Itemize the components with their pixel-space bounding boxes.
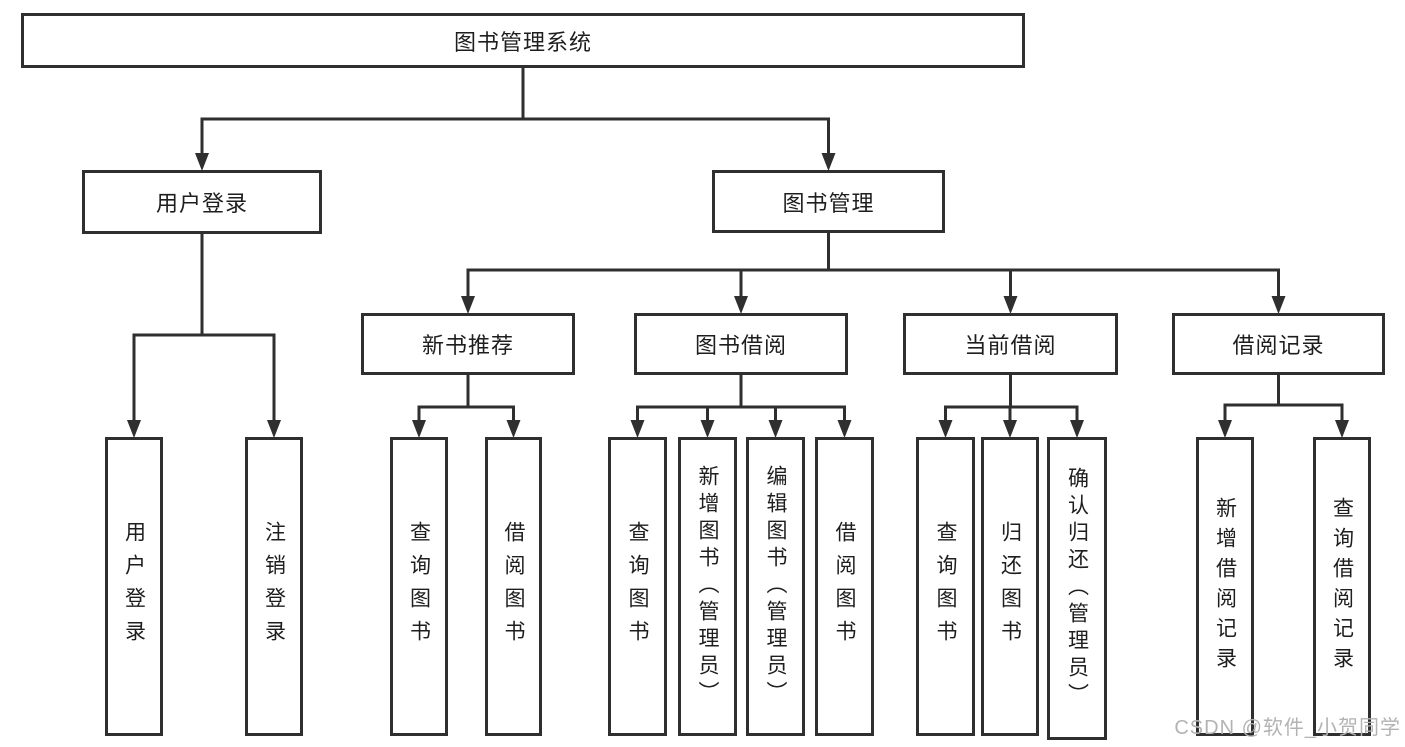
node-rec-borrow: 借阅图书 [485, 437, 542, 736]
node-label: 借阅图书 [833, 520, 856, 653]
node-borrow-query: 查询图书 [608, 437, 667, 736]
node-records: 借阅记录 [1172, 313, 1385, 375]
node-mgmt: 图书管理 [712, 170, 945, 233]
node-label: 编辑图书（管理员） [764, 465, 787, 708]
watermark: CSDN @软件_小贺同学 [1174, 717, 1401, 739]
node-label: 借阅记录 [1232, 333, 1325, 358]
node-label: 用户登录 [155, 191, 248, 216]
node-label: 当前借阅 [964, 333, 1057, 358]
node-rec: 新书推荐 [361, 313, 575, 375]
node-borrow-edit: 编辑图书（管理员） [746, 437, 805, 736]
node-borrow-add: 新增图书（管理员） [678, 437, 737, 736]
node-label: 查询图书 [626, 520, 649, 653]
node-label: 图书管理系统 [453, 29, 592, 55]
node-current-confirm: 确认归还（管理员） [1047, 437, 1107, 740]
node-records-add: 新增借阅记录 [1196, 437, 1254, 736]
node-label: 新书推荐 [421, 333, 514, 358]
node-label: 归还图书 [998, 520, 1022, 653]
node-current-return: 归还图书 [981, 437, 1039, 736]
node-login-logout: 注销登录 [245, 437, 303, 736]
node-borrow: 图书借阅 [634, 313, 848, 375]
node-label: 查询借阅记录 [1330, 496, 1354, 677]
node-login: 用户登录 [82, 170, 322, 234]
node-root: 图书管理系统 [21, 13, 1025, 68]
node-current: 当前借阅 [903, 313, 1118, 375]
node-label: 用户登录 [122, 520, 146, 653]
node-label: 新增图书（管理员） [696, 465, 719, 708]
node-login-user: 用户登录 [105, 437, 163, 736]
node-label: 确认归还（管理员） [1065, 467, 1089, 710]
node-borrow-borrow: 借阅图书 [815, 437, 874, 736]
node-records-query: 查询借阅记录 [1313, 437, 1371, 736]
node-label: 借阅图书 [502, 520, 525, 653]
node-label: 查询图书 [934, 520, 957, 653]
node-label: 新增借阅记录 [1213, 496, 1237, 677]
node-label: 注销登录 [262, 520, 286, 653]
node-current-query: 查询图书 [916, 437, 975, 736]
node-label: 图书借阅 [694, 333, 787, 358]
node-rec-query: 查询图书 [390, 437, 448, 736]
node-label: 查询图书 [407, 520, 431, 653]
node-label: 图书管理 [782, 190, 875, 216]
